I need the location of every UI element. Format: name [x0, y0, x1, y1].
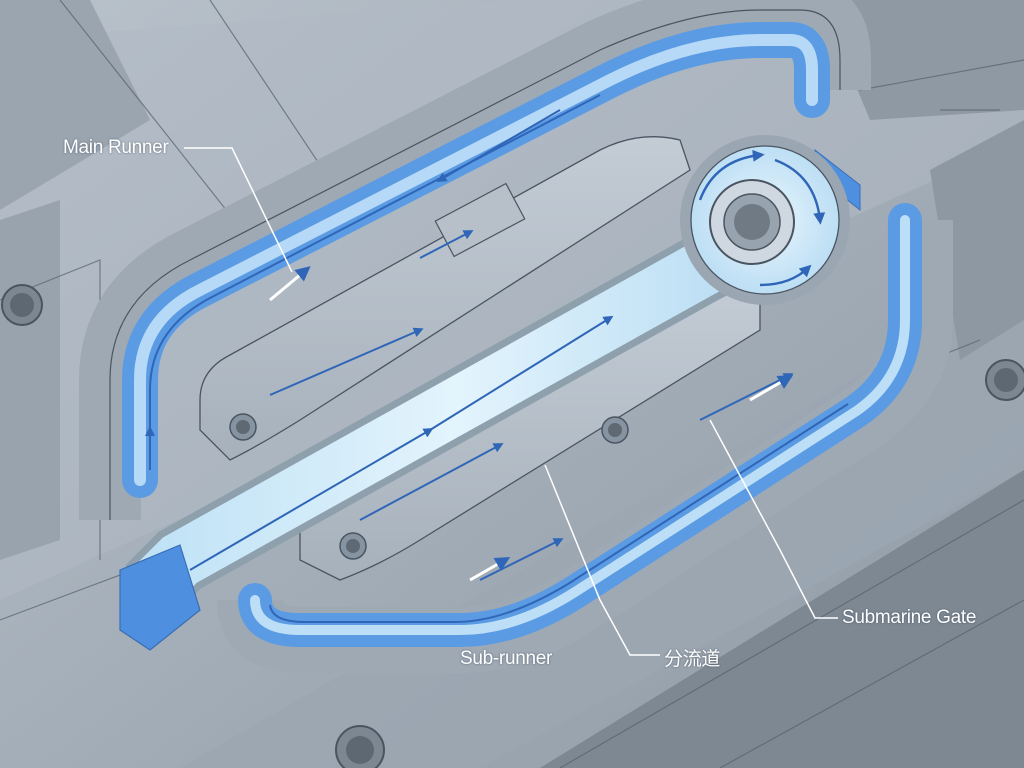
- main-runner-flowline: [149, 94, 601, 470]
- flow-arrow-icon: [479, 538, 564, 581]
- flow-arrow-icon: [429, 315, 614, 431]
- corner-block-left: [0, 0, 150, 210]
- left-wall: [0, 200, 60, 560]
- flow-arrow-icon: [749, 374, 794, 402]
- label-submarine-gate: Submarine Gate: [842, 607, 977, 628]
- leader-submarine-gate: [709, 419, 838, 619]
- lower-runner-flowline: [269, 403, 849, 623]
- flow-arrow-icon: [436, 109, 561, 183]
- flow-arrow-icon: [359, 443, 504, 521]
- flow-arrow-icon: [698, 149, 765, 201]
- lower-runner-highlight: [250, 215, 910, 635]
- flow-arrow-icon: [469, 557, 511, 582]
- pin-hole-icon: [335, 725, 385, 768]
- leader-lines: [184, 147, 838, 656]
- inner-island-upper: [199, 136, 691, 461]
- leader-main-runner: [184, 147, 293, 273]
- flow-arrow-icon: [774, 158, 826, 225]
- pin-hole-icon: [601, 416, 629, 444]
- pin-hole-icon: [1, 284, 43, 326]
- sub-runner-entry-block: [119, 544, 201, 651]
- flow-arrow-icon: [189, 427, 434, 571]
- flow-arrow-icon: [269, 327, 424, 396]
- pin-hole-icon: [985, 359, 1024, 401]
- lower-plate-dark: [540, 470, 1024, 768]
- label-sub-runner: Sub-runner: [460, 648, 553, 669]
- flow-arrow-icon: [419, 230, 474, 259]
- main-runner-highlight: [134, 34, 818, 486]
- pin-hole-icon: [339, 532, 367, 560]
- pin-hole-icon: [229, 413, 257, 441]
- flow-arrow-icon: [699, 373, 794, 421]
- flow-arrow-icon: [759, 264, 812, 287]
- leader-sub-runner: [544, 464, 660, 656]
- upper-runner-rim-edge: [109, 9, 841, 520]
- label-main-runner: Main Runner: [63, 137, 169, 158]
- label-sub-runner-cn: 分流道: [664, 648, 721, 670]
- flow-lines: [145, 109, 794, 581]
- flow-arrow-icon: [269, 266, 311, 302]
- right-block: [930, 120, 1024, 360]
- sprue-hole-icon: [709, 179, 795, 265]
